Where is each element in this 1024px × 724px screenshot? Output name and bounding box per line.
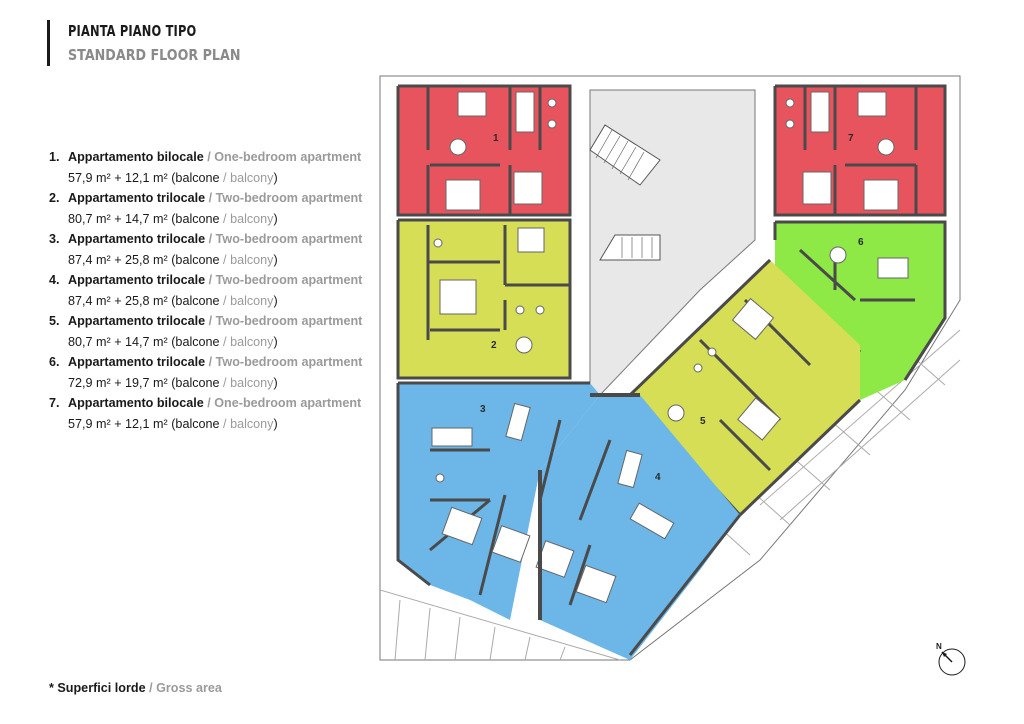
unit-label: 3: [480, 404, 486, 415]
legend-close: ): [273, 416, 278, 431]
page-subtitle: STANDARD FLOOR PLAN: [68, 46, 241, 64]
legend-type-it: Appartamento bilocale: [68, 150, 204, 164]
legend-area: 80,7 m² + 14,7 m² (balcone: [68, 211, 220, 226]
legend-number: 3.: [49, 232, 60, 246]
legend-sep: /: [205, 314, 216, 328]
legend-balcony-en: balcony: [230, 293, 274, 308]
legend-sep: /: [205, 232, 216, 246]
legend-balcony-en: balcony: [230, 416, 274, 431]
legend-balcony-sep: /: [219, 170, 231, 185]
legend-item: 6. Appartamento trilocale / Two-bedroom a…: [49, 352, 379, 393]
unit-label: 4: [655, 472, 661, 483]
legend-balcony-sep: /: [219, 334, 231, 349]
legend-item: 5. Appartamento trilocale / Two-bedroom a…: [49, 311, 379, 352]
legend-close: ): [273, 211, 278, 226]
legend-item: 3. Appartamento trilocale / Two-bedroom a…: [49, 229, 379, 270]
legend-number: 7.: [49, 396, 60, 410]
legend-type-it: Appartamento trilocale: [68, 191, 206, 205]
legend-number: 4.: [49, 273, 60, 287]
legend-type-it: Appartamento trilocale: [68, 314, 206, 328]
exterior-walls: [538, 393, 640, 620]
apartment-legend: 1. Appartamento bilocale / One-bedroom ap…: [49, 147, 379, 434]
legend-area: 80,7 m² + 14,7 m² (balcone: [68, 334, 220, 349]
legend-item: 2. Appartamento trilocale / Two-bedroom a…: [49, 188, 379, 229]
legend-sep: /: [205, 355, 216, 369]
legend-balcony-sep: /: [219, 416, 231, 431]
unit-label: 6: [858, 237, 864, 248]
legend-balcony-en: balcony: [230, 211, 274, 226]
legend-balcony-sep: /: [219, 252, 231, 267]
legend-type-en: Two-bedroom apartment: [215, 355, 363, 369]
legend-area: 87,4 m² + 25,8 m² (balcone: [68, 293, 220, 308]
legend-item: 7. Appartamento bilocale / One-bedroom ap…: [49, 393, 379, 434]
footnote-sep: /: [145, 681, 157, 695]
legend-sep: /: [203, 396, 215, 410]
legend-type-en: Two-bedroom apartment: [215, 273, 363, 287]
legend-number: 1.: [49, 150, 60, 164]
legend-type-it: Appartamento trilocale: [68, 232, 206, 246]
legend-balcony-sep: /: [219, 211, 231, 226]
legend-balcony-en: balcony: [230, 252, 274, 267]
footnote-en: Gross area: [156, 681, 222, 695]
legend-number: 6.: [49, 355, 60, 369]
legend-balcony-en: balcony: [230, 334, 274, 349]
legend-area: 57,9 m² + 12,1 m² (balcone: [68, 416, 220, 431]
unit-label: 7: [848, 133, 854, 144]
legend-balcony-en: balcony: [230, 170, 274, 185]
unit-7: [773, 84, 947, 217]
footnote-it: * Superfici lorde: [49, 681, 146, 695]
legend-area: 57,9 m² + 12,1 m² (balcone: [68, 170, 220, 185]
page-title: PIANTA PIANO TIPO: [68, 22, 197, 40]
legend-sep: /: [205, 273, 216, 287]
legend-type-it: Appartamento trilocale: [68, 355, 206, 369]
legend-type-en: Two-bedroom apartment: [215, 191, 363, 205]
legend-close: ): [273, 334, 278, 349]
legend-balcony-en: balcony: [230, 375, 274, 390]
footnote: * Superfici lorde / Gross area: [49, 681, 222, 695]
legend-close: ): [273, 375, 278, 390]
legend-item: 4. Appartamento trilocale / Two-bedroom a…: [49, 270, 379, 311]
legend-area: 72,9 m² + 19,7 m² (balcone: [68, 375, 220, 390]
legend-type-it: Appartamento bilocale: [68, 396, 204, 410]
legend-number: 5.: [49, 314, 60, 328]
unit-1: [396, 84, 572, 217]
unit-4: [535, 393, 742, 660]
north-arrow-icon: N: [936, 642, 966, 676]
legend-number: 2.: [49, 191, 60, 205]
legend-type-en: Two-bedroom apartment: [215, 314, 363, 328]
legend-type-en: Two-bedroom apartment: [215, 232, 363, 246]
unit-label: 1: [493, 133, 499, 144]
unit-label: 2: [491, 340, 497, 351]
legend-sep: /: [203, 150, 215, 164]
legend-area: 87,4 m² + 25,8 m² (balcone: [68, 252, 220, 267]
legend-type-it: Appartamento trilocale: [68, 273, 206, 287]
legend-close: ): [273, 170, 278, 185]
legend-close: ): [273, 252, 278, 267]
title-bar: [47, 20, 50, 66]
legend-item: 1. Appartamento bilocale / One-bedroom ap…: [49, 147, 379, 188]
unit-2: [396, 218, 572, 380]
legend-sep: /: [205, 191, 216, 205]
legend-type-en: One-bedroom apartment: [214, 150, 362, 164]
unit-label: 5: [700, 416, 706, 427]
north-label: N: [936, 642, 942, 651]
unit-3: [396, 381, 600, 620]
legend-close: ): [273, 293, 278, 308]
circulation-core: [589, 89, 756, 396]
legend-balcony-sep: /: [219, 293, 231, 308]
legend-type-en: One-bedroom apartment: [214, 396, 362, 410]
legend-balcony-sep: /: [219, 375, 231, 390]
